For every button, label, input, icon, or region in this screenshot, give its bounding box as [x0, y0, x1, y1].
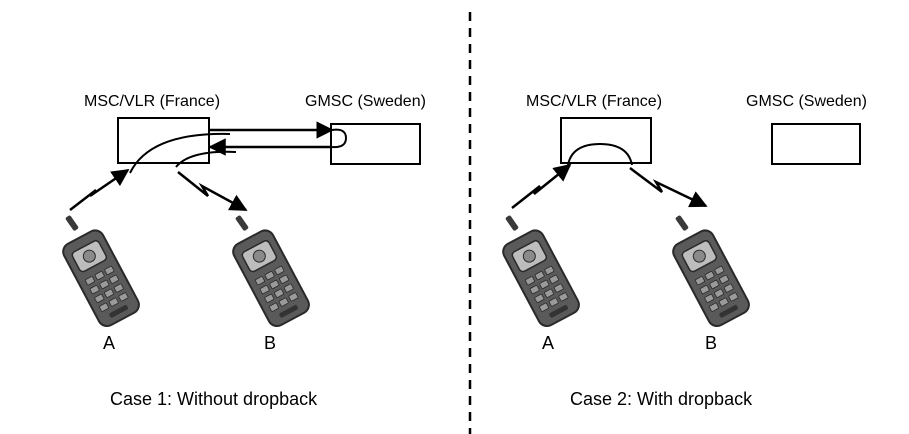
case2-msc-label: MSC/VLR (France) [526, 93, 663, 110]
case2-phone-b-icon [669, 213, 754, 331]
case1-gmsc-box [330, 123, 421, 165]
case1-call-path-incoming [175, 150, 237, 168]
case2-phone-b-label: B [705, 333, 718, 353]
case2-gmsc-box [771, 123, 861, 165]
case2-msc-box [560, 117, 652, 164]
case2-gmsc-label: GMSC (Sweden) [746, 93, 867, 110]
case1-phone-a-icon [59, 213, 144, 331]
case2-call-path-dropback [567, 142, 633, 166]
case1-gmsc-label: GMSC (Sweden) [305, 93, 426, 110]
case2-phone-a-label: A [542, 333, 555, 353]
case1-call-path-outgoing [129, 132, 231, 174]
case2-radio-link-a [511, 163, 572, 209]
case1-phone-b-label: B [264, 333, 277, 353]
case1-phone-b-icon [229, 213, 314, 331]
case1-network [59, 117, 421, 331]
case1-msc-label: MSC/VLR (France) [84, 93, 221, 110]
case1-radio-link-a [69, 168, 130, 211]
case1-phone-a-label: A [103, 333, 116, 353]
case2-phone-a-icon [499, 213, 584, 331]
case2-network [499, 117, 861, 331]
case1-radio-link-b [177, 171, 248, 212]
case2-caption: Case 2: With dropback [570, 389, 753, 409]
case1-gmsc-loop [331, 128, 348, 149]
case2-radio-link-b [629, 167, 708, 208]
case1-caption: Case 1: Without dropback [110, 389, 318, 409]
